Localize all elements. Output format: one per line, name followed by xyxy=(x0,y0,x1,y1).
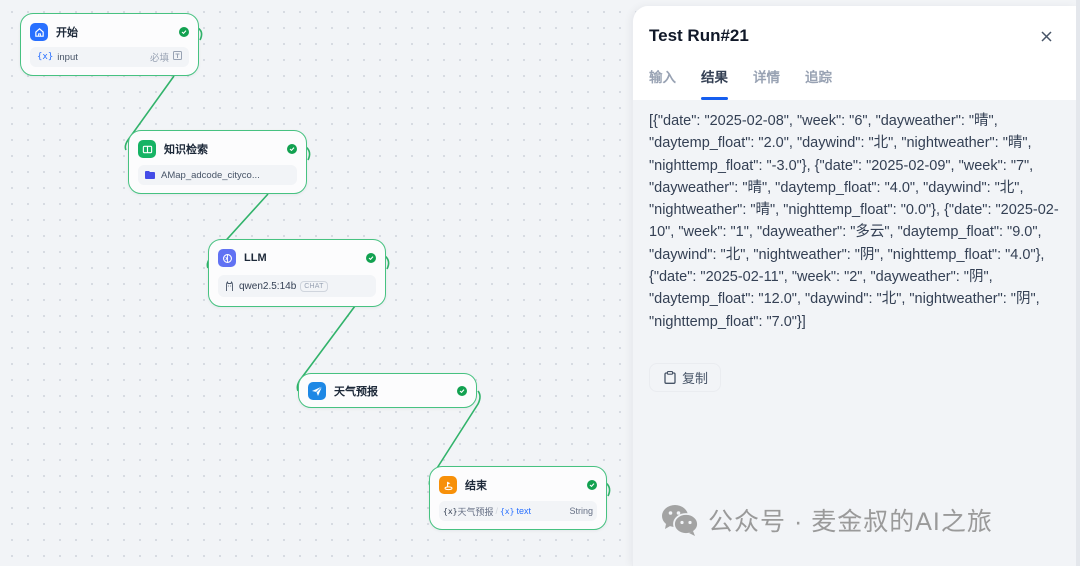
success-check-icon xyxy=(457,386,467,396)
close-icon xyxy=(1040,30,1052,42)
tab-input[interactable]: 输入 xyxy=(649,70,676,85)
node-title: 知识检索 xyxy=(164,144,208,156)
input-variable-row[interactable]: {x} input 必填 xyxy=(30,47,189,67)
tab-tracing[interactable]: 追踪 xyxy=(805,70,832,85)
dataset-row[interactable]: AMap_adcode_cityco... xyxy=(138,165,297,185)
variable-name: text xyxy=(516,506,531,516)
panel-scroll-edge xyxy=(1076,0,1080,566)
output-variable-row[interactable]: {x} 天气预报 / {x} text String xyxy=(439,501,597,521)
folder-icon xyxy=(145,171,155,179)
required-label: 必填 xyxy=(149,53,169,64)
watermark-text: 公众号 · 麦金叔的AI之旅 xyxy=(708,508,993,536)
close-button[interactable] xyxy=(1036,26,1056,46)
test-run-panel: Test Run#21 输入 结果 详情 追踪 [{"date": "2025-… xyxy=(632,6,1076,566)
wechat-icon xyxy=(662,505,699,536)
flag-icon xyxy=(439,476,457,494)
variable-icon: {x} xyxy=(443,506,458,516)
node-title: 结束 xyxy=(465,480,487,492)
text-field-icon xyxy=(173,51,182,63)
success-check-icon xyxy=(587,480,597,490)
node-title: LLM xyxy=(244,252,267,264)
variable-name: input xyxy=(57,51,78,63)
copy-button[interactable]: 复制 xyxy=(649,363,721,392)
book-open-icon xyxy=(138,140,156,158)
dataset-name: AMap_adcode_cityco... xyxy=(161,169,260,181)
tab-result[interactable]: 结果 xyxy=(701,66,728,100)
variable-type: String xyxy=(569,506,593,516)
success-check-icon xyxy=(287,144,297,154)
path-separator: / xyxy=(495,506,498,516)
paper-plane-icon xyxy=(308,382,326,400)
variable-icon: {x} xyxy=(499,506,515,516)
model-name: qwen2.5:14b xyxy=(239,280,297,292)
node-weather-tool[interactable]: 天气预报 xyxy=(298,373,477,408)
model-row[interactable]: qwen2.5:14b CHAT xyxy=(218,275,376,297)
llm-brain-icon xyxy=(218,249,236,267)
node-llm[interactable]: LLM qwen2.5:14b CHAT xyxy=(208,239,386,307)
watermark: 公众号 · 麦金叔的AI之旅 xyxy=(660,502,993,538)
result-output: [{"date": "2025-02-08", "week": "6", "da… xyxy=(649,113,1059,330)
success-check-icon xyxy=(366,253,376,263)
workflow-canvas[interactable]: 开始 {x} input 必填 知识检索 AMap_adcode_cityco.… xyxy=(0,0,630,566)
node-knowledge-retrieval[interactable]: 知识检索 AMap_adcode_cityco... xyxy=(128,130,307,194)
ollama-icon xyxy=(225,280,234,292)
node-title: 开始 xyxy=(56,27,78,39)
node-end[interactable]: 结束 {x} 天气预报 / {x} text String xyxy=(429,466,607,530)
panel-title: Test Run#21 xyxy=(649,26,749,45)
panel-header: Test Run#21 输入 结果 详情 追踪 xyxy=(633,6,1076,100)
node-title: 天气预报 xyxy=(334,386,378,398)
clipboard-icon xyxy=(664,371,676,384)
mode-tag: CHAT xyxy=(300,280,328,292)
home-icon xyxy=(30,23,48,41)
node-start[interactable]: 开始 {x} input 必填 xyxy=(20,13,199,76)
variable-icon: {x} xyxy=(37,52,54,62)
success-check-icon xyxy=(179,27,189,37)
panel-tabs: 输入 结果 详情 追踪 xyxy=(649,66,857,100)
copy-label: 复制 xyxy=(682,371,709,386)
source-node-name: 天气预报 xyxy=(457,506,494,517)
tab-detail[interactable]: 详情 xyxy=(753,70,780,85)
